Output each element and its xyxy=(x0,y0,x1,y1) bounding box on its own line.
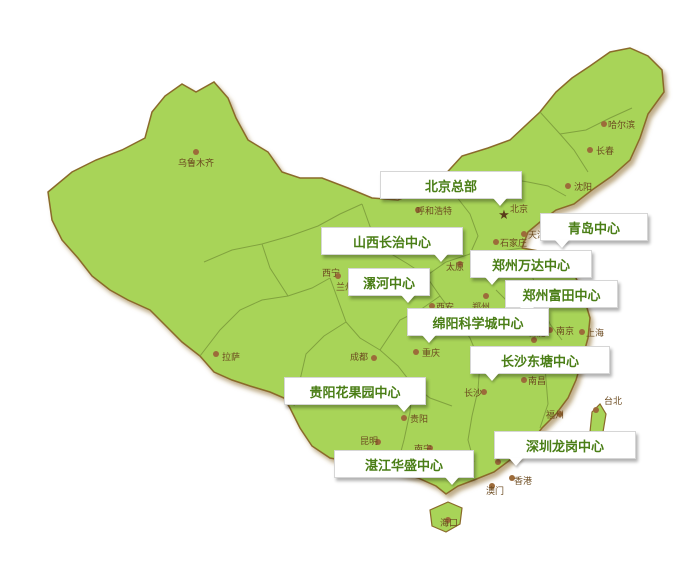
city-label: 哈尔滨 xyxy=(608,119,635,131)
city-label: 长沙 xyxy=(464,387,482,399)
callout-guiyang-huaguoyuan-center[interactable]: 贵阳花果园中心 xyxy=(284,377,426,405)
city-label: 上海 xyxy=(586,327,604,339)
callout-luohe-center[interactable]: 漯河中心 xyxy=(348,268,430,296)
hainan-shape xyxy=(429,501,463,533)
callout-zhengzhou-wanda-center[interactable]: 郑州万达中心 xyxy=(470,250,592,278)
callout-qingdao-center[interactable]: 青岛中心 xyxy=(540,213,648,241)
callout-zhanjiang-huasheng-center[interactable]: 湛江华盛中心 xyxy=(334,450,474,478)
city-label: 西宁 xyxy=(322,267,340,279)
callout-beijing-hq[interactable]: 北京总部 xyxy=(380,171,522,199)
city-label: 沈阳 xyxy=(574,181,592,193)
city-label: 昆明 xyxy=(360,436,378,447)
city-label: 南昌 xyxy=(528,375,546,387)
city-label: 天津 xyxy=(528,230,546,241)
city-label: 海口 xyxy=(440,517,458,529)
city-label: 乌鲁木齐 xyxy=(178,157,214,169)
city-label: 拉萨 xyxy=(222,351,240,363)
city-label: 北京 xyxy=(510,203,528,215)
city-label: 重庆 xyxy=(422,347,440,359)
callout-zhengzhou-futian-center[interactable]: 郑州富田中心 xyxy=(505,280,618,308)
callout-shanxi-changzhi-center[interactable]: 山西长治中心 xyxy=(321,227,463,255)
city-label: 南京 xyxy=(556,325,574,337)
capital-star-icon: ★ xyxy=(498,208,510,223)
callout-mianyang-science-city-center[interactable]: 绵阳科学城中心 xyxy=(407,308,549,336)
callout-changsha-dongtang-center[interactable]: 长沙东塘中心 xyxy=(470,346,610,374)
city-label: 成都 xyxy=(350,351,368,363)
city-label: 澳门 xyxy=(486,485,504,497)
city-label: 呼和浩特 xyxy=(416,205,452,217)
city-label: 贵阳 xyxy=(410,413,428,425)
city-label: 台北 xyxy=(604,395,622,407)
city-label: 福州 xyxy=(546,409,564,421)
callout-shenzhen-longgang-center[interactable]: 深圳龙岗中心 xyxy=(494,431,636,459)
city-label: 石家庄 xyxy=(500,237,527,249)
city-label: 太原 xyxy=(446,261,464,273)
city-label: 长春 xyxy=(596,145,614,157)
city-label: 香港 xyxy=(514,475,532,487)
